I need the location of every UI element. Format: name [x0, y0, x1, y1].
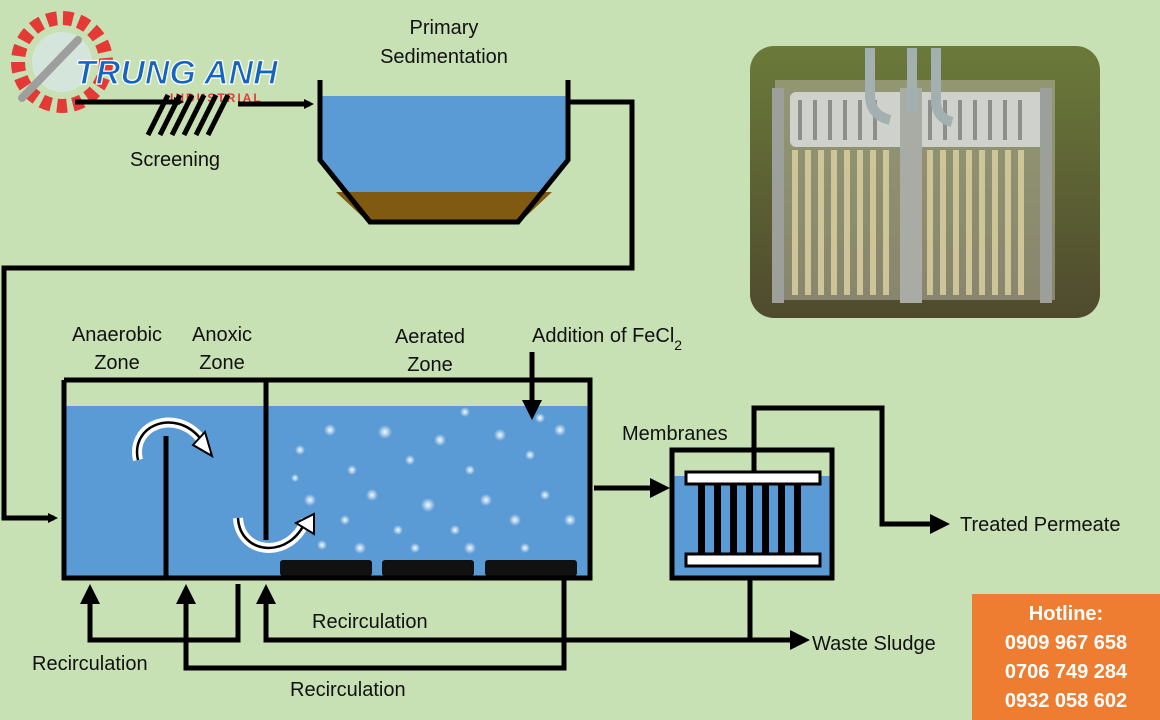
anaerobic-label-line2: Zone: [94, 352, 140, 374]
anoxic-label-line2: Zone: [199, 352, 245, 374]
membrane-module-photo: [750, 46, 1100, 318]
treated-permeate-label: Treated Permeate: [960, 514, 1120, 536]
anaerobic-label-line1: Anaerobic: [72, 324, 162, 346]
screen-bars-icon: [145, 93, 231, 137]
sludge-layer: [336, 192, 552, 222]
air-diffusers: [280, 560, 577, 576]
hotline-number-2[interactable]: 0706 749 284: [1004, 661, 1128, 683]
wrench-icon: [18, 36, 82, 102]
aerated-label-line2: Zone: [407, 354, 453, 376]
membrane-tank: Membranes: [622, 423, 835, 581]
screening-label: Screening: [130, 149, 220, 171]
anoxic-label-line1: Anoxic: [192, 324, 252, 346]
bioreactor-tank: [61, 377, 593, 581]
primary-sedimentation-tank: Primary Sedimentation: [317, 17, 571, 225]
recirculation-bottom-label: Recirculation: [290, 679, 406, 701]
primary-label-line2: Sedimentation: [380, 46, 508, 68]
recirculation-bottom-line: [176, 578, 567, 671]
permeate-line: [751, 405, 950, 534]
primary-label-line1: Primary: [410, 17, 479, 39]
recirculation-inner-label: Recirculation: [312, 611, 428, 633]
company-logo: TRUNG ANH INDUSTRIAL: [11, 11, 280, 113]
logo-brand-name: TRUNG ANH: [75, 54, 279, 92]
feed-line: [1, 99, 635, 523]
hotline-number-3[interactable]: 0932 058 602: [1004, 690, 1128, 712]
membranes-label: Membranes: [622, 423, 728, 445]
aeration-bubbles: [291, 407, 576, 554]
fecl-label: Addition of FeCl2: [532, 325, 682, 353]
recirculation-left-line: [80, 584, 241, 643]
waste-sludge-label: Waste Sludge: [812, 633, 936, 655]
membrane-sheets: [698, 484, 801, 554]
recirculation-inner-line: [256, 578, 753, 643]
recirculation-left-label: Recirculation: [32, 653, 148, 675]
gear-icon: [11, 11, 113, 113]
screening-stage: Screening: [75, 93, 314, 171]
hotline-title: Hotline:: [1028, 603, 1104, 625]
hotline-number-1[interactable]: 0909 967 658: [1004, 632, 1128, 654]
aerated-label-line1: Aerated: [395, 326, 465, 348]
hotline-box: Hotline: 0909 967 658 0706 749 284 0932 …: [972, 594, 1160, 720]
